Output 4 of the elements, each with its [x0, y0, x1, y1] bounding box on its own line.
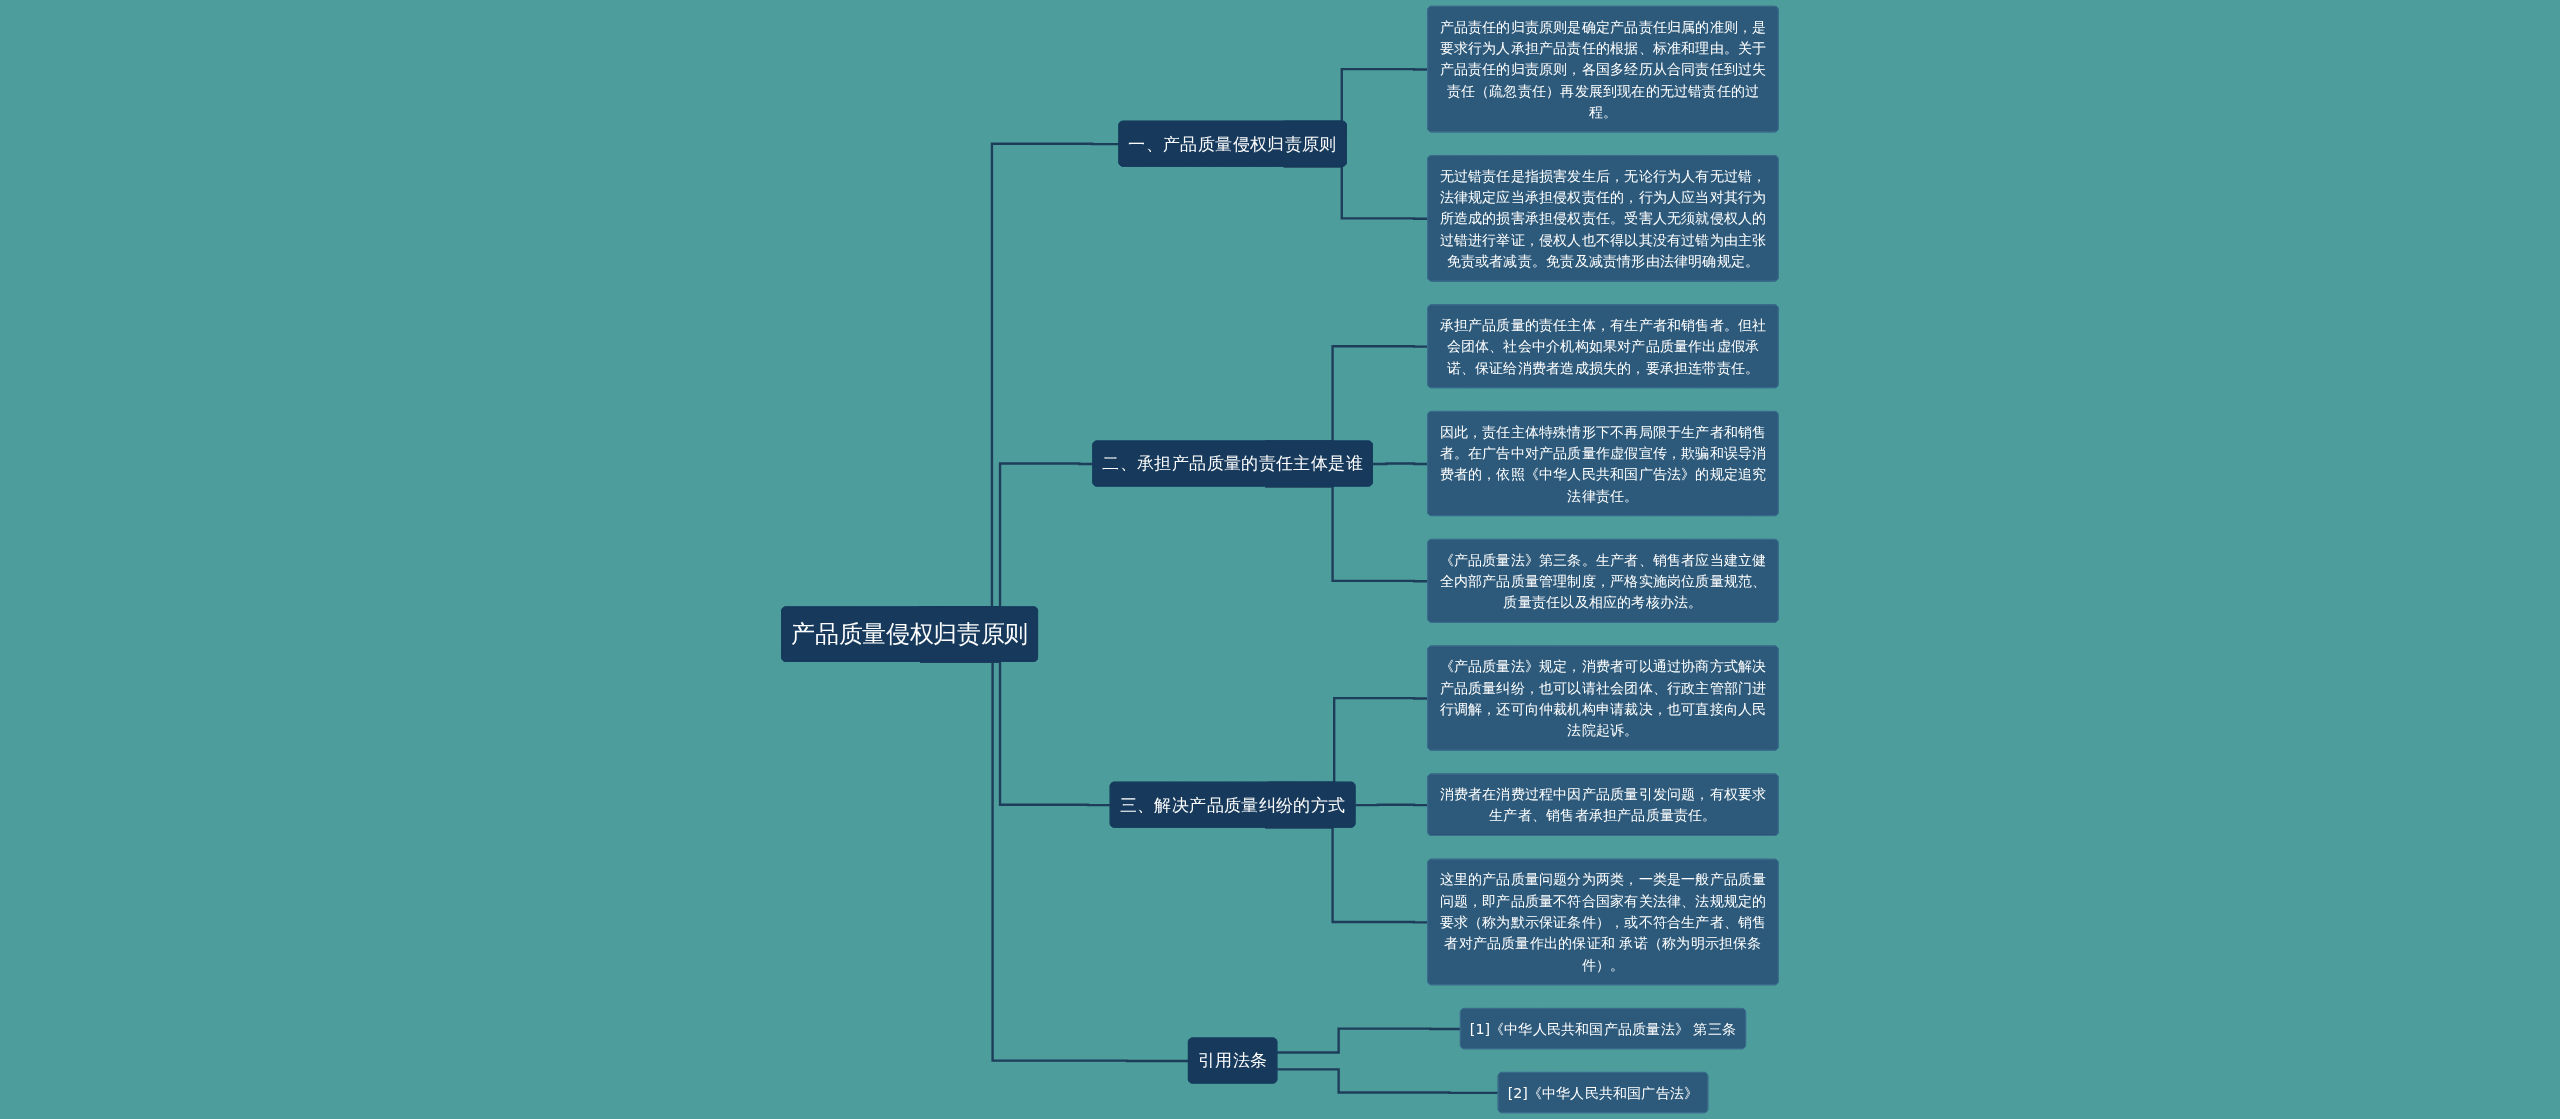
connector	[1277, 1068, 1499, 1095]
connector	[1372, 462, 1429, 466]
connector	[1355, 803, 1429, 807]
connector	[1277, 1027, 1461, 1054]
